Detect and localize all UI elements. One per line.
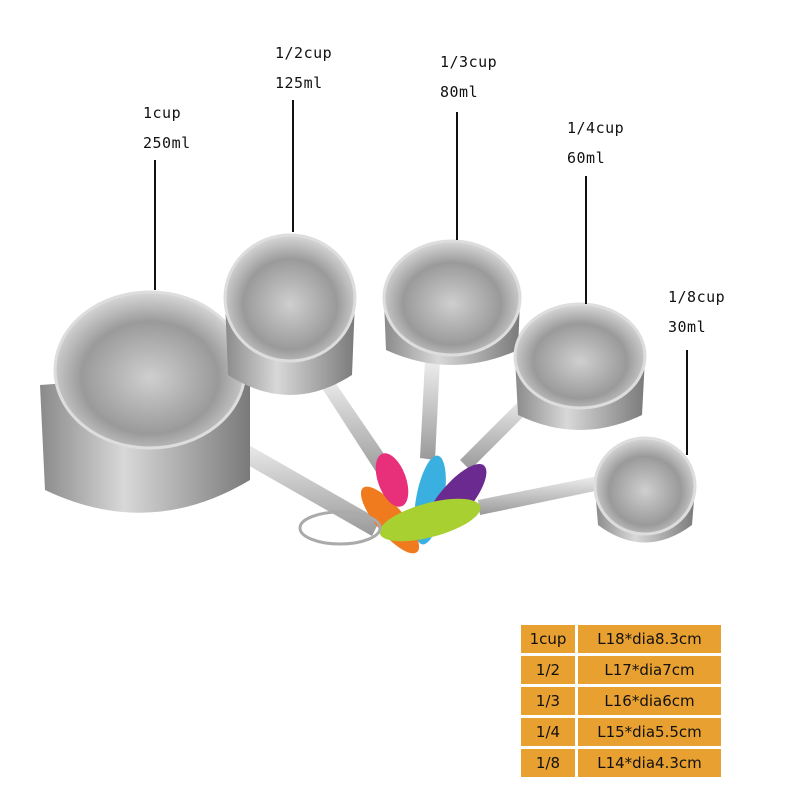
dims-cell: L18*dia8.3cm <box>578 625 721 653</box>
label-1cup: 1cup 250ml <box>143 98 191 158</box>
label-cup: 1/8cup <box>668 288 726 306</box>
dims-cell: L16*dia6cm <box>578 687 721 715</box>
size-cell: 1/4 <box>521 718 578 746</box>
pointer-line <box>292 100 294 232</box>
dims-cell: L15*dia5.5cm <box>578 718 721 746</box>
cup-quarter <box>513 302 647 430</box>
label-cup: 1/3cup <box>440 53 498 71</box>
label-ml: 60ml <box>567 149 606 167</box>
pointer-line <box>585 176 587 304</box>
pointer-line <box>456 112 458 240</box>
cup-half <box>223 233 357 395</box>
label-ml: 30ml <box>668 318 707 336</box>
label-eighth-cup: 1/8cup 30ml <box>668 282 725 342</box>
cup-eighth <box>593 436 697 543</box>
label-third-cup: 1/3cup 80ml <box>440 47 497 107</box>
label-half-cup: 1/2cup 125ml <box>275 38 332 98</box>
pointer-line <box>686 350 688 455</box>
label-ml: 250ml <box>143 134 191 152</box>
label-ml: 80ml <box>440 83 479 101</box>
cup-1 <box>40 290 250 513</box>
cup-third <box>382 239 522 365</box>
size-cell: 1/8 <box>521 749 578 777</box>
dims-cell: L14*dia4.3cm <box>578 749 721 777</box>
size-cell: 1/2 <box>521 656 578 684</box>
dims-cell: L17*dia7cm <box>578 656 721 684</box>
size-cell: 1/3 <box>521 687 578 715</box>
label-quarter-cup: 1/4cup 60ml <box>567 113 624 173</box>
label-cup: 1/4cup <box>567 119 625 137</box>
label-cup: 1cup <box>143 104 182 122</box>
pointer-line <box>154 160 156 290</box>
handles <box>232 360 600 554</box>
size-cell: 1cup <box>521 625 578 653</box>
label-cup: 1/2cup <box>275 44 333 62</box>
label-ml: 125ml <box>275 74 323 92</box>
